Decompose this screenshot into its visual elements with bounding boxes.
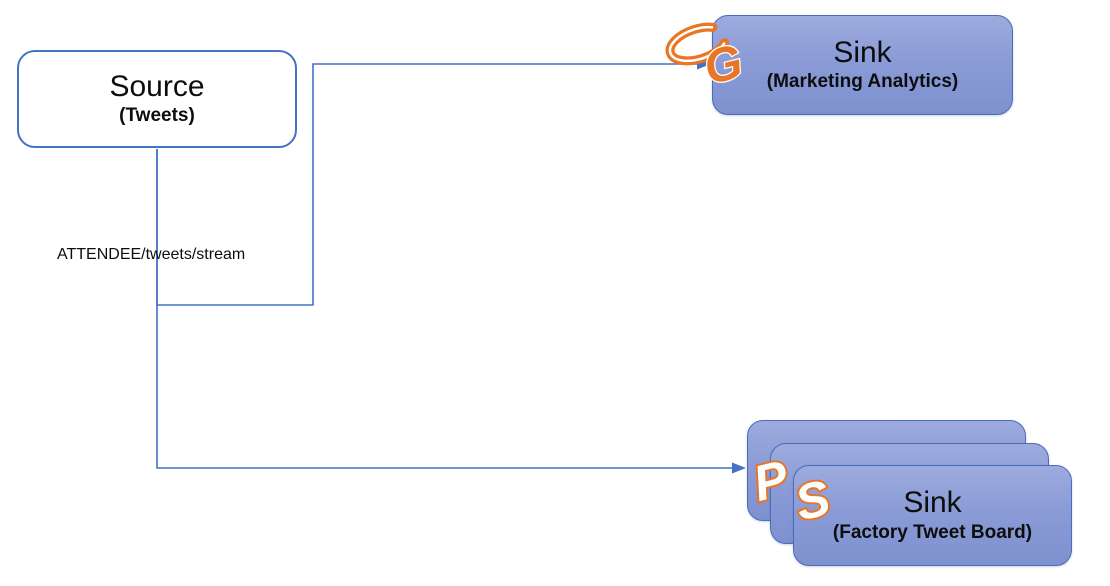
cg-logo-icon: G <box>665 22 749 97</box>
source-node[interactable]: Source (Tweets) <box>17 50 297 148</box>
connector-source-to-factory[interactable] <box>156 149 732 469</box>
ps-logo-icon: P S <box>748 447 838 526</box>
sink-factory-title: Sink <box>903 486 962 520</box>
sink-marketing-title: Sink <box>833 35 892 69</box>
cg-logo-letter-g: G <box>699 35 748 95</box>
sink-factory-subtitle: (Factory Tweet Board) <box>832 521 1033 543</box>
sink-marketing-subtitle: (Marketing Analytics) <box>766 71 959 93</box>
ps-logo-letter-p: P <box>748 449 794 512</box>
source-title: Source <box>109 69 205 103</box>
sink-marketing-node[interactable]: Sink (Marketing Analytics) <box>712 15 1013 115</box>
arrowhead-factory-icon <box>732 462 746 474</box>
sink-factory-node[interactable]: Sink (Factory Tweet Board) <box>793 465 1072 566</box>
edge-label: ATTENDEE/tweets/stream <box>57 246 246 263</box>
source-subtitle: (Tweets) <box>119 105 195 127</box>
ps-logo-letter-s: S <box>790 469 836 526</box>
